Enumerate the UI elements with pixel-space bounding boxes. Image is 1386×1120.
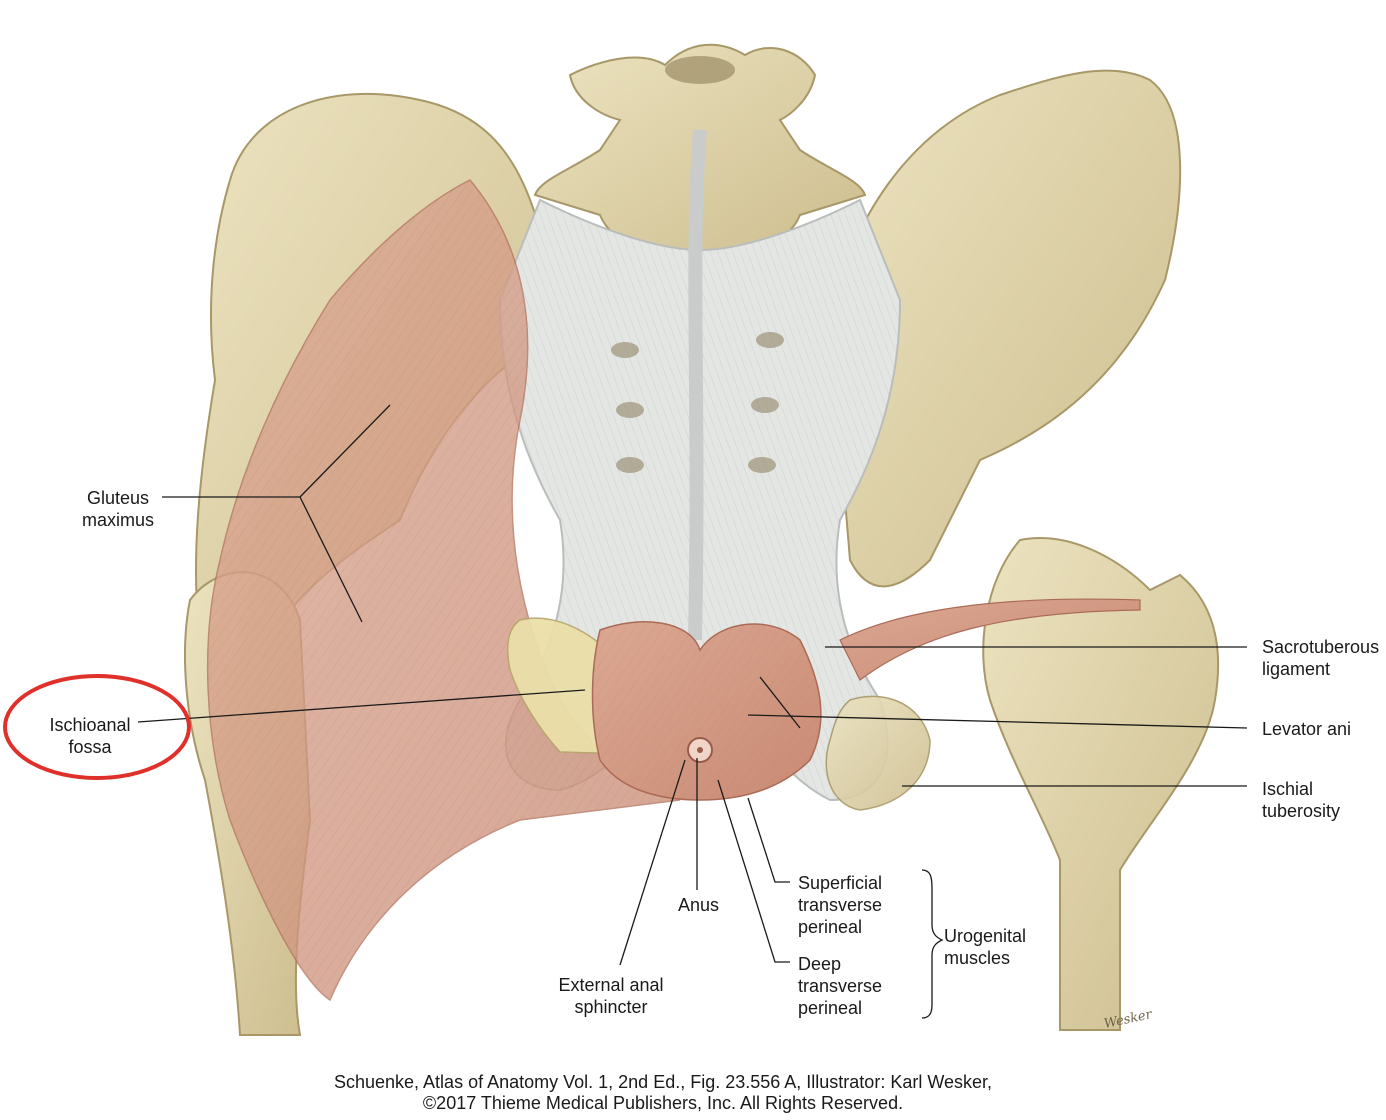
sacral-foramen [751,397,779,413]
leader-line-deep [717,779,790,963]
highlight-circle [3,674,191,780]
label-deep-transverse-perineal: Deep transverse perineal [798,954,883,1018]
sacral-foramen [748,457,776,473]
label-gluteus-maximus: Gluteus maximus [81,488,154,530]
leader-line-ischioanal [137,689,586,723]
median-sacral-crest [688,129,707,641]
label-ischioanal-fossa: Ischioanal fossa [49,715,131,757]
label-external-anal-sphincter: External anal sphincter [558,975,664,1017]
leader-line-external-sphincter [619,759,686,966]
sacral-foramen [616,402,644,418]
leader-lines [137,404,1248,966]
sacral-foramen [756,332,784,348]
leader-line-gluteus [162,404,391,623]
label-sacrotuberous-ligament: Sacrotuberous ligament [1262,637,1380,679]
leader-line-levator [747,676,1248,729]
label-superficial-transverse-perineal: Superficial transverse perineal [798,873,883,937]
leader-line-superficial [747,797,790,883]
right-femur-bone [982,537,1219,1031]
right-ilium-bone [828,69,1182,588]
figure-caption: Schuenke, Atlas of Anatomy Vol. 1, 2nd E… [333,1072,993,1113]
label-anus: Anus [678,895,720,915]
urogenital-brace [921,869,944,1019]
sacral-foramen [611,342,639,358]
label-ischial-tuberosity: Ischial tuberosity [1262,779,1341,821]
label-urogenital-muscles: Urogenital muscles [944,926,1027,968]
ischial-tuberosity-bone [825,695,931,811]
sacral-foramen [616,457,644,473]
vertebral-foramen [665,56,735,84]
label-levator-ani: Levator ani [1262,719,1352,739]
